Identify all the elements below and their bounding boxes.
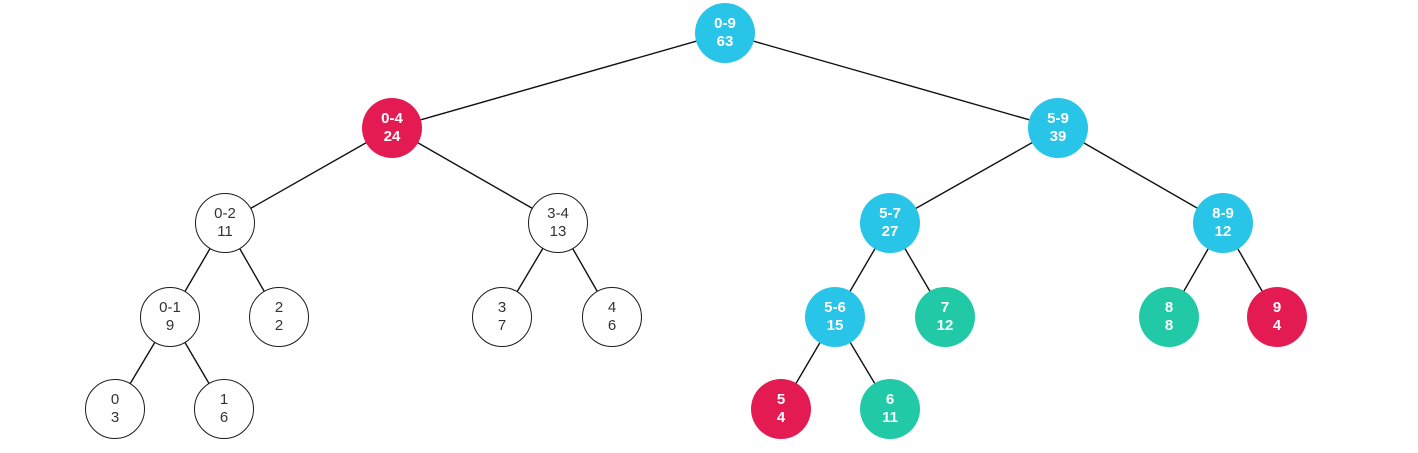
tree-edge — [571, 247, 599, 293]
tree-edge — [516, 247, 544, 293]
node-value-label: 3 — [110, 409, 120, 426]
node-value-label: 2 — [274, 317, 284, 334]
node-value-label: 27 — [881, 223, 899, 240]
node-range-label: 3-4 — [547, 205, 569, 223]
tree-edge — [183, 247, 212, 293]
node-value-label: 39 — [1049, 128, 1067, 145]
node-value-label: 11 — [217, 223, 233, 240]
tree-edge — [416, 141, 534, 210]
tree-edge — [1082, 141, 1199, 210]
node-range-label: 0-1 — [159, 299, 181, 317]
node-value-label: 7 — [497, 317, 507, 334]
node-value-label: 4 — [776, 409, 786, 426]
node-value-label: 8 — [1164, 317, 1174, 334]
node-range-label: 0 — [110, 391, 120, 409]
node-range-label: 1 — [219, 391, 229, 409]
tree-edge — [849, 341, 876, 385]
tree-edge — [848, 247, 877, 293]
tree-edge — [903, 247, 932, 293]
node-range-label: 5-7 — [879, 205, 901, 223]
node-value-label: 4 — [1272, 317, 1282, 334]
node-range-label: 4 — [607, 299, 617, 317]
node-value-label: 9 — [165, 317, 175, 334]
node-value-label: 15 — [826, 317, 844, 334]
tree-edge — [1182, 247, 1210, 293]
node-range-label: 5-6 — [824, 299, 846, 317]
tree-edge — [249, 141, 368, 210]
node-range-label: 8-9 — [1212, 205, 1234, 223]
node-range-label: 0-2 — [214, 205, 236, 223]
node-range-label: 0-9 — [714, 15, 736, 33]
node-value-label: 13 — [549, 223, 567, 240]
node-value-label: 6 — [607, 317, 617, 334]
node-range-label: 2 — [274, 299, 284, 317]
tree-edge — [752, 40, 1031, 121]
node-range-label: 6 — [885, 391, 895, 409]
node-range-label: 8 — [1164, 299, 1174, 317]
node-value-label: 24 — [383, 128, 401, 145]
tree-edge — [419, 40, 698, 121]
node-value-label: 12 — [936, 317, 954, 334]
node-range-label: 9 — [1272, 299, 1282, 317]
tree-edge — [129, 341, 156, 385]
tree-edge — [238, 247, 266, 293]
node-range-label: 7 — [940, 299, 950, 317]
node-range-label: 3 — [497, 299, 507, 317]
node-value-label: 11 — [882, 409, 898, 426]
node-value-label: 63 — [716, 33, 734, 50]
tree-edge — [914, 141, 1034, 210]
node-range-label: 5 — [776, 391, 786, 409]
tree-edge — [183, 341, 211, 385]
tree-edge — [1236, 247, 1264, 293]
node-value-label: 12 — [1214, 223, 1232, 240]
tree-edge — [794, 341, 822, 385]
node-range-label: 5-9 — [1047, 110, 1069, 128]
node-range-label: 0-4 — [381, 110, 403, 128]
node-value-label: 6 — [219, 409, 229, 426]
